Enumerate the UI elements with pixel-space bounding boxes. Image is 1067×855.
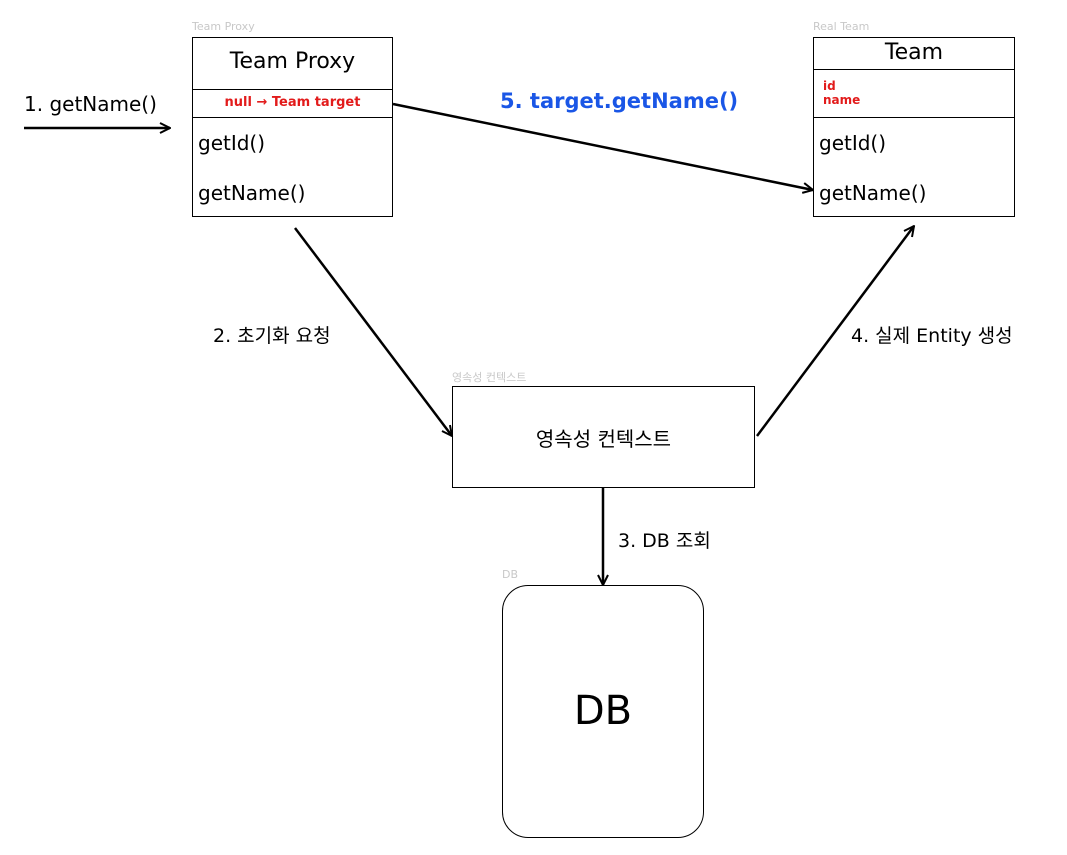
real-team-divider-top	[814, 69, 1014, 70]
step2-arrow	[294, 227, 452, 436]
real-team-title: Team	[884, 40, 944, 65]
team-proxy-method-getname: getName()	[198, 181, 306, 205]
step5-label: 5. target.getName()	[500, 89, 739, 113]
persistence-context-box: 영속성 컨텍스트	[452, 386, 755, 488]
proxy-frame-label: Team Proxy	[192, 20, 255, 33]
step4-arrow	[755, 226, 914, 437]
real-team-method-getid: getId()	[819, 131, 887, 155]
team-proxy-box: Team Proxy null → Team target getId() ge…	[192, 37, 393, 217]
step3-label: 3. DB 조회	[618, 530, 711, 552]
real-team-box: Team id name getId() getName()	[813, 37, 1015, 217]
context-frame-label: 영속성 컨텍스트	[452, 371, 527, 384]
real-team-field-id: id	[823, 79, 836, 93]
db-box: DB	[502, 585, 704, 838]
step5-arrow	[392, 102, 813, 190]
step1-label: 1. getName()	[24, 92, 157, 116]
db-title: DB	[573, 688, 633, 734]
step2-label: 2. 초기화 요청	[213, 325, 331, 347]
team-proxy-divider-bottom	[193, 117, 392, 118]
step4-label: 4. 실제 Entity 생성	[851, 325, 1013, 347]
team-proxy-method-getid: getId()	[198, 131, 266, 155]
team-proxy-divider-top	[193, 89, 392, 90]
team-proxy-target-field: null → Team target	[224, 95, 361, 110]
persistence-context-title: 영속성 컨텍스트	[535, 427, 672, 451]
real-team-frame-label: Real Team	[813, 20, 870, 33]
team-proxy-title: Team Proxy	[229, 49, 356, 74]
real-team-divider-bottom	[814, 117, 1014, 118]
real-team-method-getname: getName()	[819, 181, 927, 205]
db-frame-label: DB	[502, 568, 519, 581]
real-team-field-name: name	[823, 93, 861, 107]
